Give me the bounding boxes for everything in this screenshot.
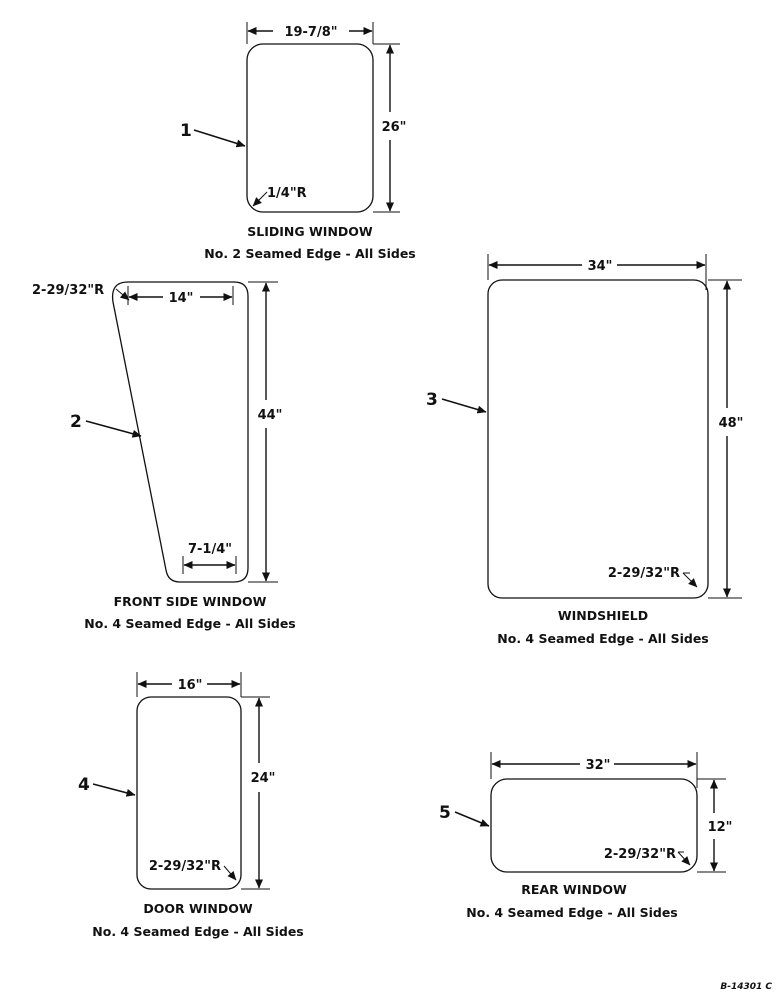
rear-window-group: 32" 12" 2-29/32"R 5 REAR WINDOW No. 4 Se… [439, 752, 732, 920]
rear-window-pane [490, 778, 698, 873]
door-window-width-label: 16" [178, 678, 203, 693]
callout-arrow-1 [193, 129, 246, 148]
callout-arrow-5 [454, 811, 490, 827]
front-side-window-radius-label: 2-29/32"R [32, 283, 104, 298]
door-window-title: DOOR WINDOW [143, 901, 253, 916]
windshield-title: WINDSHIELD [558, 608, 648, 623]
rear-window-height-label: 12" [708, 820, 733, 835]
sliding-window-edge-spec: No. 2 Seamed Edge - All Sides [204, 246, 415, 261]
windshield-width-label: 34" [588, 259, 613, 274]
windshield-edge-spec: No. 4 Seamed Edge - All Sides [497, 631, 708, 646]
callout-arrow-3 [441, 398, 487, 414]
rear-window-radius-leader [677, 851, 691, 866]
front-side-window-title: FRONT SIDE WINDOW [114, 594, 267, 609]
callout-number-1: 1 [180, 121, 192, 141]
front-side-window-radius-leader [115, 288, 130, 301]
door-window-radius-leader [223, 865, 237, 881]
door-window-radius-label: 2-29/32"R [149, 859, 221, 874]
sliding-window-radius-leader [252, 191, 268, 207]
callout-number-4: 4 [78, 775, 90, 795]
door-window-pane [136, 696, 242, 890]
callout-arrow-2 [85, 420, 142, 438]
sliding-window-width-label: 19-7/8" [284, 25, 337, 40]
callout-number-3: 3 [426, 390, 438, 410]
windshield-pane [487, 279, 709, 599]
front-side-window-height-label: 44" [258, 408, 283, 423]
callout-number-5: 5 [439, 803, 451, 823]
windshield-height-label: 48" [719, 416, 744, 431]
rear-window-radius-label: 2-29/32"R [604, 847, 676, 862]
front-side-window-pane [111, 281, 249, 583]
callout-arrow-4 [92, 783, 136, 797]
door-window-edge-spec: No. 4 Seamed Edge - All Sides [92, 924, 303, 939]
front-side-window-group: 14" 7-1/4" 44" 2-29/32"R 2 FRONT SIDE WI… [32, 281, 296, 631]
door-window-group: 16" 24" 2-29/32"R 4 DOOR WINDOW No. 4 Se… [78, 672, 304, 939]
drawing-reference-number: B-14301 C [720, 982, 772, 992]
windshield-radius-leader [682, 572, 698, 588]
front-side-window-edge-spec: No. 4 Seamed Edge - All Sides [84, 616, 295, 631]
sliding-window-title: SLIDING WINDOW [247, 224, 373, 239]
front-side-window-bottom-width-label: 7-1/4" [188, 542, 232, 557]
sliding-window-pane [246, 43, 374, 213]
callout-number-2: 2 [70, 412, 82, 432]
sliding-window-group: 19-7/8" 26" 1/4"R 1 SLIDING WINDOW No. 2… [180, 22, 416, 261]
door-window-height-label: 24" [251, 771, 276, 786]
rear-window-title: REAR WINDOW [521, 882, 627, 897]
sliding-window-radius-label: 1/4"R [267, 186, 307, 201]
windshield-radius-label: 2-29/32"R [608, 566, 680, 581]
sliding-window-height-label: 26" [382, 120, 407, 135]
front-side-window-top-width-label: 14" [169, 291, 194, 306]
windshield-group: 34" 48" 2-29/32"R 3 WINDSHIELD No. 4 Sea… [426, 254, 743, 646]
rear-window-edge-spec: No. 4 Seamed Edge - All Sides [466, 905, 677, 920]
rear-window-width-label: 32" [586, 758, 611, 773]
